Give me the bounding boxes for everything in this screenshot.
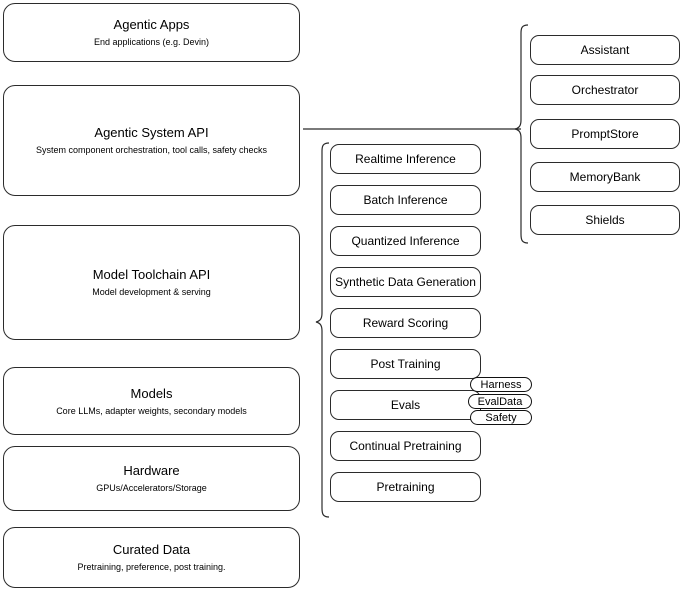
system-item-promptstore[interactable]: PromptStore [530,119,680,149]
toolchain-item-realtime-inference[interactable]: Realtime Inference [330,144,481,174]
layer-box-models[interactable]: Models Core LLMs, adapter weights, secon… [3,367,300,435]
layer-subtitle: System component orchestration, tool cal… [35,145,268,155]
system-item-shields[interactable]: Shields [530,205,680,235]
toolchain-item-evals[interactable]: Evals [330,390,481,420]
toolchain-item-continual-pretraining[interactable]: Continual Pretraining [330,431,481,461]
layer-box-hardware[interactable]: Hardware GPUs/Accelerators/Storage [3,446,300,511]
toolchain-item-post-training[interactable]: Post Training [330,349,481,379]
layer-title: Model Toolchain API [92,267,211,282]
layer-title: Hardware [123,463,180,478]
toolchain-brace [315,142,330,518]
layer-title: Agentic Apps [113,17,190,32]
system-item-memorybank[interactable]: MemoryBank [530,162,680,192]
system-item-orchestrator[interactable]: Orchestrator [530,75,680,105]
layer-box-agentic-system-api[interactable]: Agentic System API System component orch… [3,85,300,196]
toolchain-item-batch-inference[interactable]: Batch Inference [330,185,481,215]
layer-box-curated-data[interactable]: Curated Data Pretraining, preference, po… [3,527,300,588]
eval-badge-evaldata[interactable]: EvalData [468,394,532,409]
eval-badge-safety[interactable]: Safety [470,410,532,425]
layer-subtitle: Core LLMs, adapter weights, secondary mo… [56,405,247,416]
layer-box-model-toolchain-api[interactable]: Model Toolchain API Model development & … [3,225,300,340]
toolchain-item-pretraining[interactable]: Pretraining [330,472,481,502]
toolchain-item-reward-scoring[interactable]: Reward Scoring [330,308,481,338]
eval-badge-harness[interactable]: Harness [470,377,532,392]
system-item-assistant[interactable]: Assistant [530,35,680,65]
layer-title: Agentic System API [94,125,209,140]
layer-title: Models [130,385,173,401]
layer-subtitle: End applications (e.g. Devin) [93,37,210,47]
layer-subtitle: GPUs/Accelerators/Storage [96,483,207,493]
toolchain-item-quantized-inference[interactable]: Quantized Inference [330,226,481,256]
layer-title: Curated Data [112,542,191,557]
layer-subtitle: Pretraining, preference, post training. [77,562,226,572]
layer-box-agentic-apps[interactable]: Agentic Apps End applications (e.g. Devi… [3,3,300,62]
layer-subtitle: Model development & serving [92,287,211,297]
system-components-brace [514,24,529,244]
toolchain-item-synthetic-data-generation[interactable]: Synthetic Data Generation [330,267,481,297]
